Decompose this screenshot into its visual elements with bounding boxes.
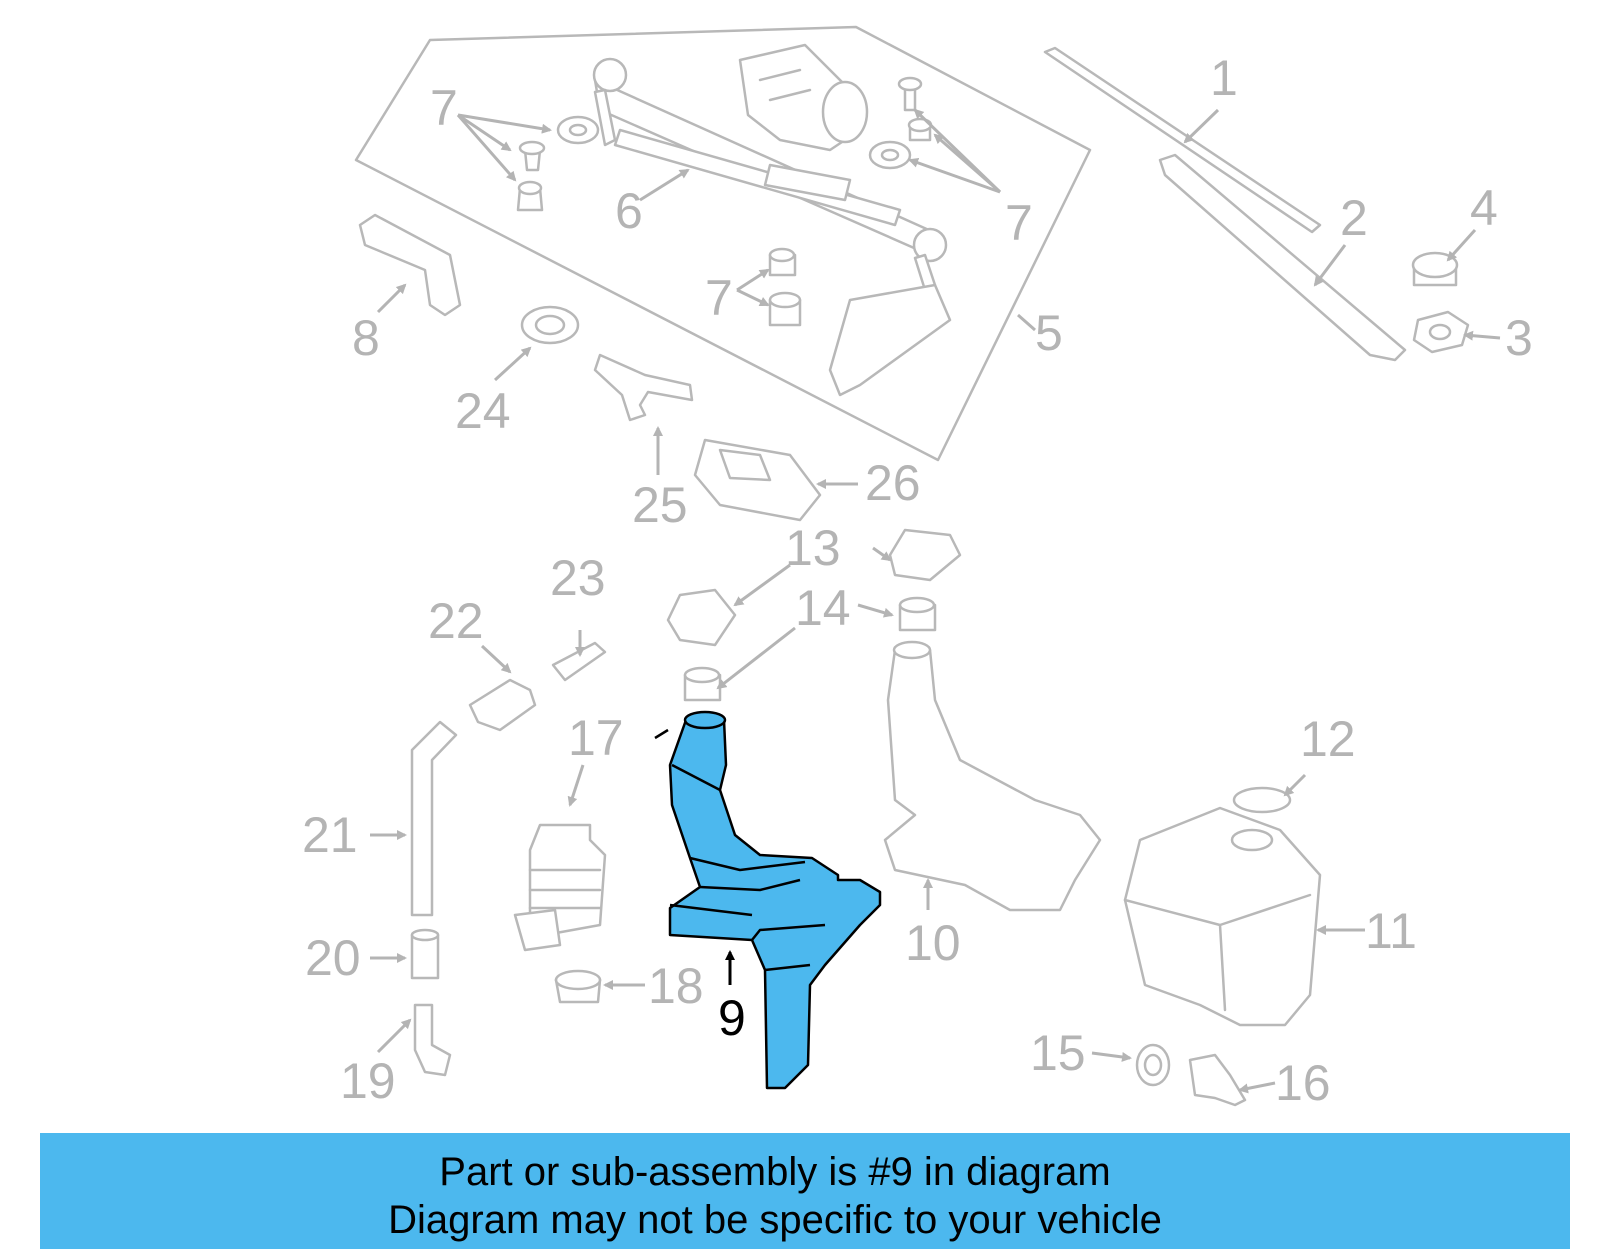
callout-4: 4 [1470,180,1498,236]
info-banner-background [40,1133,1570,1249]
callout-20: 20 [305,930,361,986]
callout-5: 5 [1035,305,1063,361]
callout-16: 16 [1275,1055,1331,1111]
filler-neck-14a [898,596,937,632]
seal-ring-12 [1232,786,1292,814]
wiper-linkage [592,57,948,292]
coupler-20 [410,928,440,980]
callout-13: 13 [785,520,841,576]
grommet-18 [554,969,602,1004]
callout-7c: 7 [705,270,733,326]
callout-14a: 14 [795,580,851,636]
callout-10: 10 [905,915,961,971]
reservoir-10 [883,640,1102,912]
callout-7b: 7 [1005,195,1033,251]
callout-6: 6 [615,183,643,239]
callout-23: 23 [550,550,606,606]
grommet-15 [1135,1043,1171,1087]
filler-cap-13b [666,588,737,647]
callout-1: 1 [1210,50,1238,106]
callout-15: 15 [1030,1025,1086,1081]
callout-25: 25 [632,477,688,533]
info-banner: Part or sub-assembly is #9 in diagram Di… [40,1133,1570,1249]
callout-9: 9 [718,990,746,1046]
callout-22: 22 [428,593,484,649]
callout-21: 21 [302,807,358,863]
reservoir-11 [1123,806,1322,1027]
callout-17: 17 [568,710,624,766]
banner-line-1: Part or sub-assembly is #9 in diagram [439,1150,1111,1194]
wiper-motor [738,43,869,152]
callout-12: 12 [1300,711,1356,767]
hose-connector-25 [593,353,694,422]
callout-8: 8 [352,310,380,366]
wiper-blade [1043,46,1322,234]
leader-lines [370,108,1501,1094]
elbow-19 [413,1003,452,1077]
filler-neck-14b [683,666,722,702]
callout-19: 19 [340,1053,396,1109]
washer-pump-17 [513,823,607,952]
filler-cap-13a [888,528,962,582]
cap-4 [1411,251,1459,287]
callout-2: 2 [1340,190,1368,246]
wiper-arm [1158,153,1407,362]
banner-line-2: Diagram may not be specific to your vehi… [388,1198,1162,1242]
callout-3: 3 [1505,310,1533,366]
callout-26: 26 [865,455,921,511]
callout-18: 18 [648,958,704,1014]
bushing-set [516,76,933,327]
connector-22 [468,678,537,732]
callout-labels: 1 2 3 4 5 6 7 7 7 7 8 9 10 11 12 13 14 1… [302,50,1533,1111]
grommet-24 [520,305,580,345]
callout-7a: 7 [430,80,458,136]
washer-reservoir-9 [654,710,882,1090]
bracket-8 [358,213,462,317]
washer-nozzle-26 [693,438,822,522]
callout-24: 24 [455,383,511,439]
nut-3 [1412,310,1470,354]
level-sensor-16 [1188,1053,1247,1107]
hose-21 [410,720,458,917]
mounting-plate [828,283,952,397]
callout-11: 11 [1365,903,1417,959]
wiper-linkage-panel-outline [354,25,1092,462]
